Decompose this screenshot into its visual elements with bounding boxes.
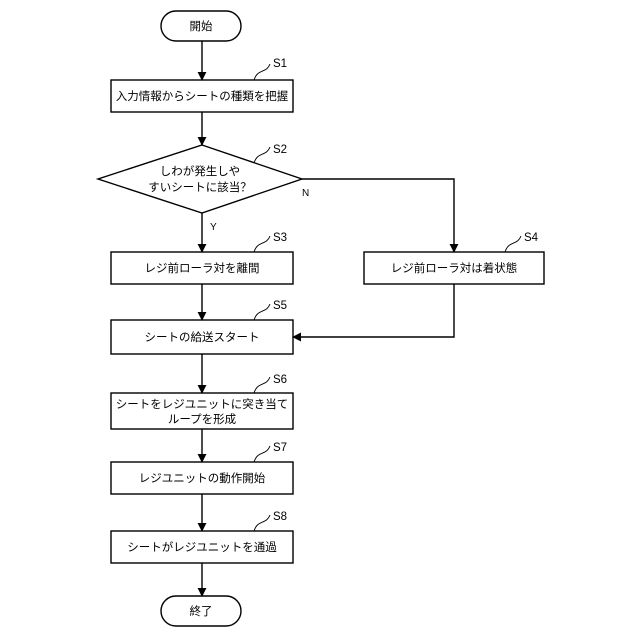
step-s3-text: レジ前ローラ対を離間 [145, 261, 260, 275]
step-s3-callout [254, 236, 270, 252]
step-s5-text: シートの給送スタート [145, 330, 260, 344]
step-s8-callout [254, 515, 270, 531]
arrow-s2-no-to-s4 [302, 179, 454, 252]
step-s6-label: S6 [273, 374, 287, 386]
step-s6-callout [254, 377, 270, 393]
step-s7-label: S7 [273, 442, 287, 454]
step-s4-callout [505, 236, 521, 252]
step-s8-text: シートがレジユニットを通過 [127, 540, 277, 554]
decision-no-label: N [302, 188, 309, 199]
start-terminator: 開始 [161, 11, 241, 41]
step-s8-label: S8 [273, 511, 287, 523]
step-s5-label: S5 [273, 300, 287, 312]
end-terminator: 終了 [161, 596, 241, 626]
step-s6-line1: シートをレジユニットに突き当て [116, 397, 289, 411]
decision-s2-line2: すいシートに該当？ [148, 180, 252, 194]
step-s1-callout [254, 64, 270, 80]
step-s1-label: S1 [273, 58, 287, 70]
step-s7-text: レジユニットの動作開始 [139, 471, 266, 485]
step-s1-text: 入力情報からシートの種類を把握 [116, 89, 289, 103]
step-s7-callout [254, 446, 270, 462]
decision-s2-label: S2 [273, 144, 287, 156]
step-s4-text: レジ前ローラ対は着状態 [391, 261, 518, 275]
decision-s2-callout [254, 147, 270, 163]
decision-s2: しわが発生しや すいシートに該当？ S2 Y N [98, 144, 309, 233]
arrow-s4-to-s5 [293, 284, 454, 337]
step-s4-label: S4 [524, 232, 539, 244]
start-label: 開始 [190, 19, 213, 33]
decision-s2-line1: しわが発生しや [160, 164, 240, 178]
decision-yes-label: Y [210, 222, 217, 233]
step-s3-label: S3 [273, 232, 287, 244]
end-label: 終了 [190, 604, 213, 618]
step-s6-line2: ループを形成 [168, 412, 237, 426]
step-s5-callout [254, 304, 270, 320]
